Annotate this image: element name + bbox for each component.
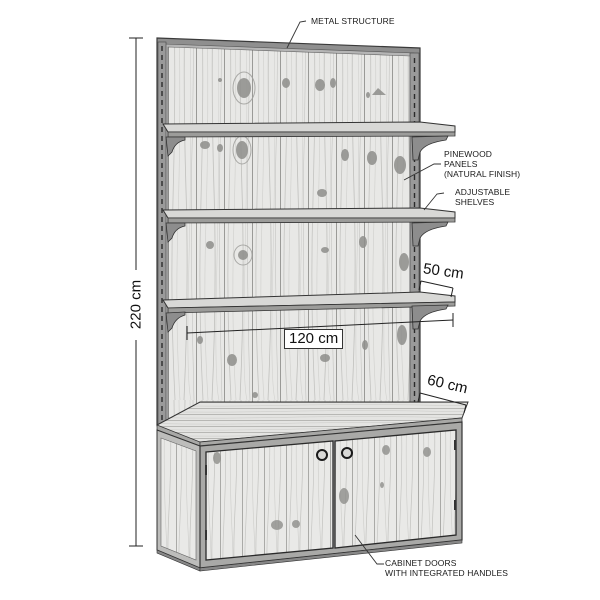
callout-shelves-line2: SHELVES [455, 197, 495, 207]
dimension-width [186, 313, 454, 340]
bracket-right-1 [411, 135, 449, 161]
callout-cabinet-line1: CABINET DOORS [385, 558, 457, 568]
bracket-right-2 [411, 221, 449, 247]
hinge [205, 530, 207, 540]
bracket-right-3 [411, 304, 449, 330]
callout-cabinet-line2: WITH INTEGRATED HANDLES [385, 568, 509, 578]
dimension-shelf-depth [418, 280, 454, 298]
dimension-label-width: 120 cm [284, 329, 344, 349]
pinewood-panel [167, 46, 411, 419]
shelf-3 [162, 291, 456, 333]
callout-metal-structure: METAL STRUCTURE [311, 16, 395, 26]
callout-leaders [286, 20, 445, 565]
shelf-2 [162, 207, 456, 247]
cabinet-door-left [205, 440, 334, 561]
hinge [454, 440, 456, 450]
leader-cabinet [354, 534, 384, 565]
hinge [454, 500, 456, 510]
left-upright-slots [157, 41, 167, 427]
hinge [205, 465, 207, 475]
back-panel-group [156, 37, 421, 427]
dimension-height [129, 37, 143, 547]
dimension-cabinet-depth [417, 392, 467, 414]
cabinet-door-right [334, 429, 457, 549]
callout-pinewood-line3: (NATURAL FINISH) [444, 169, 521, 179]
bracket-left-1 [165, 136, 186, 157]
callout-shelves-line1: ADJUSTABLE [455, 187, 511, 197]
dimension-label-height: 220 cm [127, 279, 145, 330]
bracket-left-2 [165, 222, 186, 243]
door-handle-right [341, 447, 353, 459]
leader-shelves [423, 192, 445, 211]
base-cabinet [156, 401, 469, 572]
leader-metal-structure [286, 20, 307, 49]
callout-pinewood-line1: PINEWOOD [444, 149, 493, 159]
leader-pinewood [403, 163, 441, 181]
bracket-left-3 [165, 311, 186, 333]
door-handle-left [316, 449, 328, 461]
callout-pinewood-line2: PANELS [444, 159, 478, 169]
wood-knots [197, 71, 409, 398]
shelf-1 [162, 121, 456, 161]
